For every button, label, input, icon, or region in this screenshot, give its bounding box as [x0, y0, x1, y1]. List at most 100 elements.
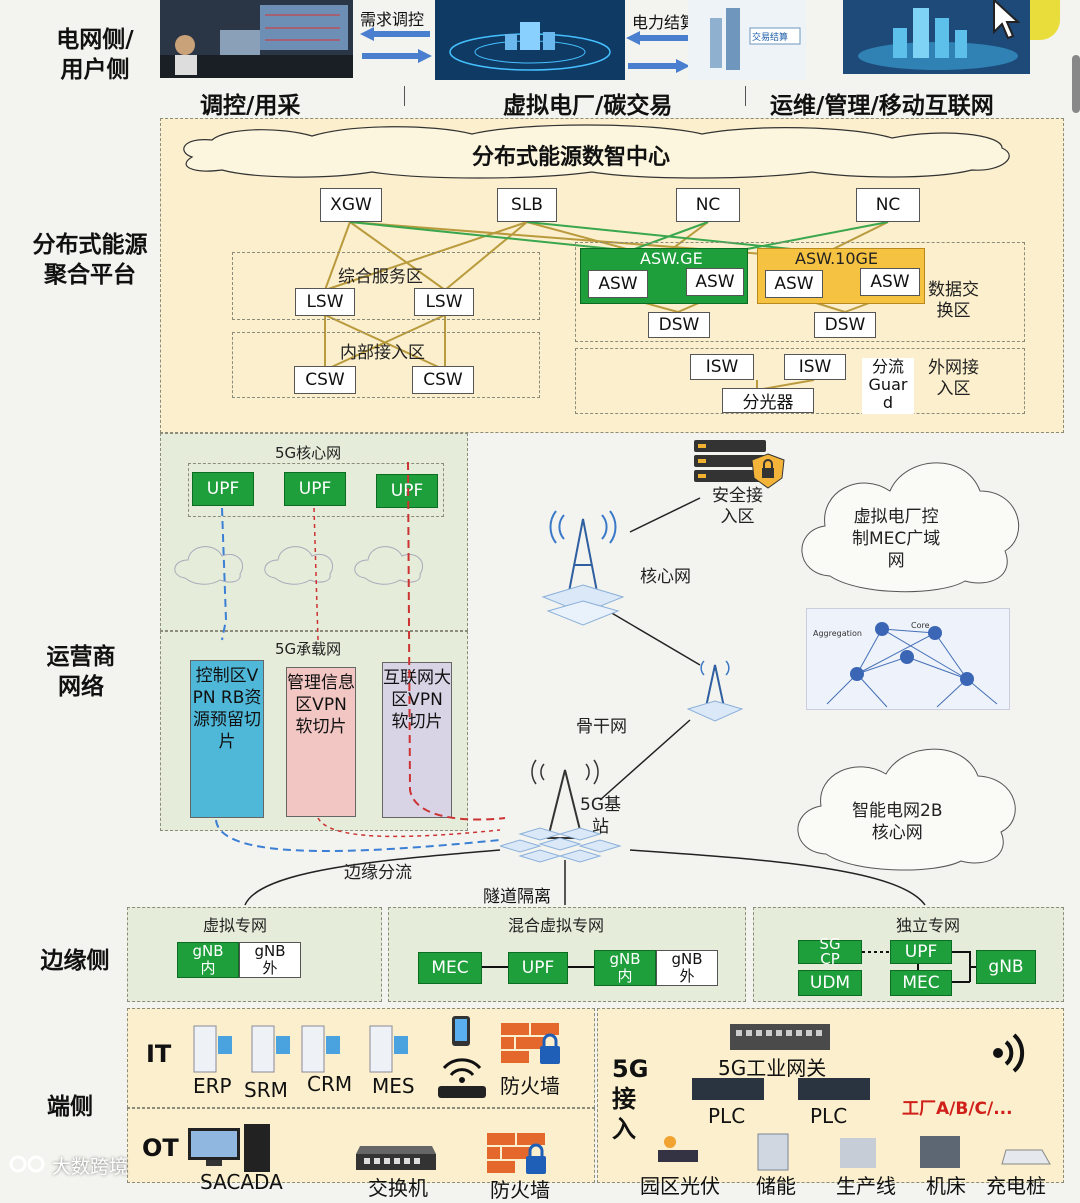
demand-arrow-left: [360, 26, 430, 45]
machine-tool-label: 机床: [926, 1174, 966, 1198]
bearer-network-title: 5G承载网: [275, 640, 342, 658]
standalone-upf-node[interactable]: UPF: [890, 940, 952, 964]
gnb-outer-node-2[interactable]: gNB 外: [656, 950, 718, 986]
production-line-label: 生产线: [836, 1174, 896, 1198]
backbone-label: 骨干网: [576, 717, 627, 737]
mes-label: MES: [372, 1074, 415, 1098]
isw-node-2[interactable]: ISW: [784, 354, 846, 380]
plc-label-2: PLC: [810, 1104, 848, 1128]
guard-node[interactable]: 分流 Guar d: [862, 358, 914, 414]
data-center-title: 分布式能源数智中心: [472, 145, 671, 170]
demand-arrow-right: [362, 48, 432, 67]
operations-city-photo: [843, 0, 1030, 74]
top-separator-1: [404, 86, 405, 106]
top-label-ops: 运维/管理/移动互联网: [770, 93, 994, 119]
hybrid-upf-node[interactable]: UPF: [508, 952, 568, 984]
backbone-tower-icon: [680, 655, 750, 729]
gnb-outer-node[interactable]: gNB 外: [239, 942, 301, 978]
external-access-zone: [575, 348, 1025, 414]
xgw-node[interactable]: XGW: [320, 188, 382, 222]
small-clouds: [170, 530, 460, 594]
security-server-icon: [692, 436, 788, 494]
standalone-links: [862, 951, 980, 983]
settlement-arrow-left: [626, 30, 688, 49]
security-access-label: 安全接 入区: [712, 486, 763, 527]
mec-node[interactable]: MEC: [418, 952, 482, 984]
data-exchange-zone-label: 数据交 换区: [928, 280, 979, 321]
switch-icon: [356, 1136, 436, 1176]
firewall-label-2: 防火墙: [490, 1178, 550, 1202]
cursor-arrow-icon: [990, 0, 1021, 44]
dsw-node-2[interactable]: DSW: [814, 312, 876, 338]
wireless-signal-icon: [990, 1030, 1032, 1080]
ot-label: OT: [142, 1134, 179, 1162]
virtual-power-plant-photo: [435, 0, 625, 80]
phone-icon: [452, 1016, 470, 1046]
network-topology-image: Aggregation Core: [806, 608, 1010, 710]
splitter-node[interactable]: 分光器: [722, 388, 814, 413]
asw-node-2[interactable]: ASW: [686, 268, 744, 296]
server-icons: [190, 1024, 420, 1080]
data-exchange-zone: [575, 242, 1025, 342]
standalone-gnb-node[interactable]: gNB: [976, 950, 1036, 984]
gnb-inner-node[interactable]: gNB 内: [177, 942, 239, 978]
asw-node-4[interactable]: ASW: [860, 268, 920, 296]
core-tower-icon: [528, 505, 638, 637]
base-station-label: 5G基 站: [580, 795, 621, 837]
inner-access-zone: [232, 332, 540, 398]
crm-label: CRM: [307, 1072, 353, 1096]
scada-label: SACADA: [200, 1170, 283, 1194]
topology-aggregation-label: Aggregation: [813, 629, 862, 638]
plc-icon-1: [692, 1078, 764, 1100]
hybrid-private-network-title: 混合虚拟专网: [508, 916, 605, 935]
tunnel-isolation-label: 隧道隔离: [480, 882, 554, 907]
nc-node-2[interactable]: NC: [856, 188, 920, 222]
slb-node[interactable]: SLB: [497, 188, 557, 222]
storage-label: 储能: [756, 1174, 796, 1198]
smart-grid-cloud: [786, 734, 1026, 878]
demand-control-label: 需求调控: [360, 10, 425, 29]
firewall-icon: [499, 1021, 566, 1074]
external-access-zone-label: 外网接 入区: [928, 358, 979, 399]
upf-node-2[interactable]: UPF: [284, 472, 346, 506]
udm-node[interactable]: UDM: [798, 970, 862, 996]
internet-zone-slice: 互联网大区VPN软切片: [382, 662, 452, 818]
industrial-gateway-label: 5G工业网关: [718, 1056, 827, 1080]
standalone-mec-node[interactable]: MEC: [890, 970, 952, 996]
it-label: IT: [146, 1040, 172, 1068]
operator-links: [215, 461, 926, 906]
settlement-label: 电力结算: [632, 13, 697, 32]
csw-node-2[interactable]: CSW: [412, 366, 474, 394]
lsw-node-2[interactable]: LSW: [414, 288, 474, 316]
service-zone: [232, 252, 540, 320]
plc-icon-2: [798, 1078, 870, 1100]
virtual-private-network-title: 虚拟专网: [203, 916, 268, 935]
settlement-arrow-right: [628, 58, 690, 77]
core-network-zone: [160, 433, 468, 631]
asw-node-3[interactable]: ASW: [765, 270, 823, 298]
switch-label: 交换机: [368, 1176, 428, 1200]
gnb-inner-node-2[interactable]: gNB 内: [594, 950, 656, 986]
dsw-node-1[interactable]: DSW: [648, 312, 710, 338]
row-label-platform: 分布式能源 聚合平台: [32, 232, 148, 288]
lsw-node-1[interactable]: LSW: [295, 288, 355, 316]
scroll-handle[interactable]: [1072, 55, 1080, 113]
core-network-title: 5G核心网: [275, 444, 342, 462]
top-separator-2: [745, 86, 746, 106]
nc-node-1[interactable]: NC: [676, 188, 740, 222]
row-label-operator: 运营商 网络: [46, 644, 116, 700]
management-zone-slice: 管理信息区VPN软切片: [286, 667, 356, 817]
csw-node-1[interactable]: CSW: [294, 366, 356, 394]
data-center-cloud-shape: [172, 122, 1022, 186]
standalone-private-network-title: 独立专网: [896, 916, 961, 935]
upf-node-1[interactable]: UPF: [192, 472, 254, 506]
pv-label: 园区光伏: [640, 1174, 720, 1198]
watermark-text: 大数跨境: [52, 1156, 129, 1178]
upf-node-3[interactable]: UPF: [376, 474, 438, 508]
sgcp-node[interactable]: SG CP: [798, 937, 862, 967]
firewall-icon-2: [485, 1131, 552, 1184]
factory-label: 工厂A/B/C/...: [902, 1099, 1013, 1119]
asw-ge-title: ASW.GE: [640, 249, 703, 268]
isw-node-1[interactable]: ISW: [690, 354, 754, 380]
asw-node-1[interactable]: ASW: [588, 270, 648, 298]
